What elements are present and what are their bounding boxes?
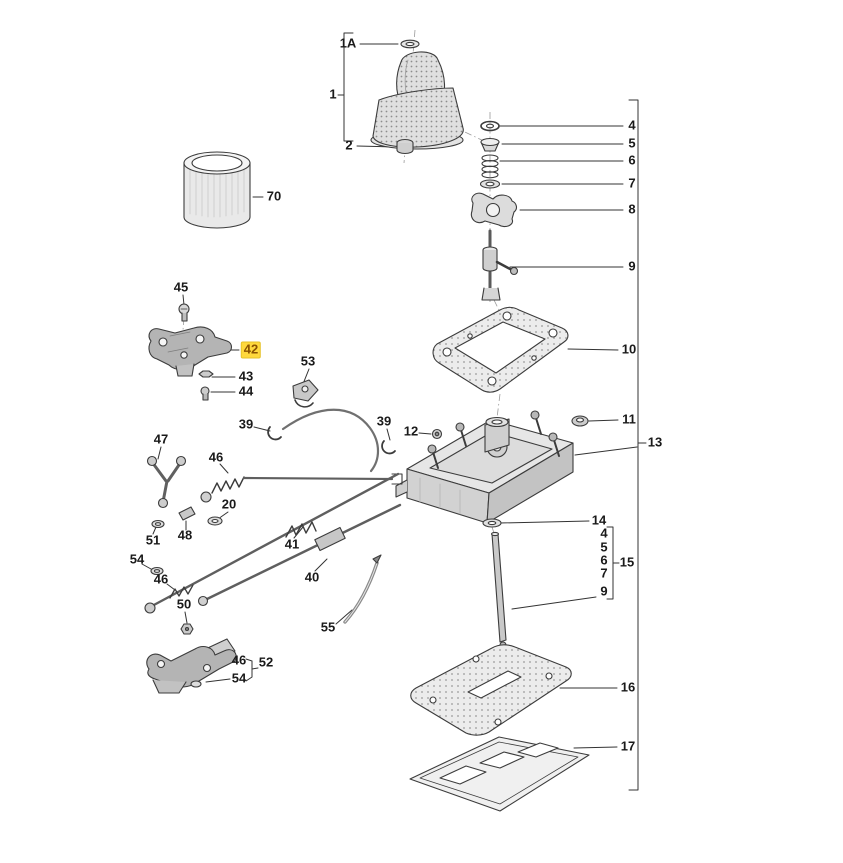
part-70-sleeve: [183, 151, 251, 229]
part-label-46[interactable]: 46: [231, 652, 247, 668]
part-label-54[interactable]: 54: [129, 551, 145, 567]
part-label-51[interactable]: 51: [145, 532, 161, 548]
part-label-50[interactable]: 50: [176, 596, 192, 612]
part-12-bolt: [431, 428, 443, 440]
part-label-46[interactable]: 46: [208, 449, 224, 465]
part-label-52[interactable]: 52: [258, 654, 274, 670]
part-label-15[interactable]: 15: [619, 554, 635, 570]
small-hardware: [150, 506, 223, 635]
part-52-assembly: [146, 638, 237, 694]
parts-artwork: [144, 39, 590, 812]
part-label-53[interactable]: 53: [300, 353, 316, 369]
part-55-cable-tie: [343, 554, 382, 624]
part-46-cable-upper: [200, 473, 403, 503]
part-label-5[interactable]: 5: [628, 135, 636, 151]
part-1-knob-boot: [370, 39, 464, 155]
part-label-8[interactable]: 8: [628, 201, 636, 217]
part-label-14[interactable]: 14: [591, 512, 607, 528]
part-label-20[interactable]: 20: [221, 496, 237, 512]
part-label-46[interactable]: 46: [153, 571, 169, 587]
part-label-1a[interactable]: 1A: [339, 35, 357, 51]
part-label-47[interactable]: 47: [153, 431, 169, 447]
part-label-43[interactable]: 43: [238, 368, 254, 384]
part-label-39[interactable]: 39: [376, 413, 392, 429]
part-17-gasket: [409, 736, 590, 812]
part-label-17[interactable]: 17: [620, 738, 636, 754]
part-label-10[interactable]: 10: [621, 341, 637, 357]
part-label-55[interactable]: 55: [320, 619, 336, 635]
part-label-7[interactable]: 7: [600, 565, 608, 581]
part-39-clips: [267, 426, 396, 455]
part-label-1[interactable]: 1: [329, 86, 337, 102]
part-label-42[interactable]: 42: [241, 341, 261, 358]
part-11-grommet: [571, 415, 589, 427]
part-43-nut: [198, 370, 214, 378]
part-label-39[interactable]: 39: [238, 416, 254, 432]
part-label-4[interactable]: 4: [628, 117, 636, 133]
part-label-4[interactable]: 4: [600, 525, 608, 541]
part-label-6[interactable]: 6: [600, 552, 608, 568]
part-label-48[interactable]: 48: [177, 527, 193, 543]
part-label-12[interactable]: 12: [403, 423, 419, 439]
part-label-9[interactable]: 9: [600, 583, 608, 599]
part-10-plate: [432, 306, 569, 393]
part-label-11[interactable]: 11: [622, 411, 636, 427]
part-label-2[interactable]: 2: [345, 137, 353, 153]
part-label-40[interactable]: 40: [304, 569, 320, 585]
part-13-housing: [395, 410, 574, 524]
part-label-45[interactable]: 45: [173, 279, 189, 295]
part-label-5[interactable]: 5: [600, 539, 608, 555]
part-14-washer: [482, 518, 502, 528]
part-45-bolt: [178, 303, 190, 322]
cable-conduit: [281, 408, 380, 473]
part-label-13[interactable]: 13: [647, 434, 663, 450]
part-label-54[interactable]: 54: [231, 670, 247, 686]
part-label-6[interactable]: 6: [628, 152, 636, 168]
part-15-rod: [490, 531, 507, 649]
part-53-clip: [292, 379, 319, 408]
part-label-9[interactable]: 9: [628, 258, 636, 274]
part-44-bolt: [200, 386, 210, 401]
part-42-bracket: [148, 326, 233, 377]
part-label-16[interactable]: 16: [620, 679, 636, 695]
part-label-7[interactable]: 7: [628, 175, 636, 191]
part-label-70[interactable]: 70: [266, 188, 282, 204]
part-label-44[interactable]: 44: [238, 383, 254, 399]
part-16-baseplate: [410, 644, 572, 736]
leader-lines: [141, 32, 647, 791]
part-40-41-rods: [144, 472, 402, 614]
parts-4-9-column: [470, 120, 519, 301]
part-47-lever: [146, 455, 187, 509]
part-label-41[interactable]: 41: [284, 536, 300, 552]
